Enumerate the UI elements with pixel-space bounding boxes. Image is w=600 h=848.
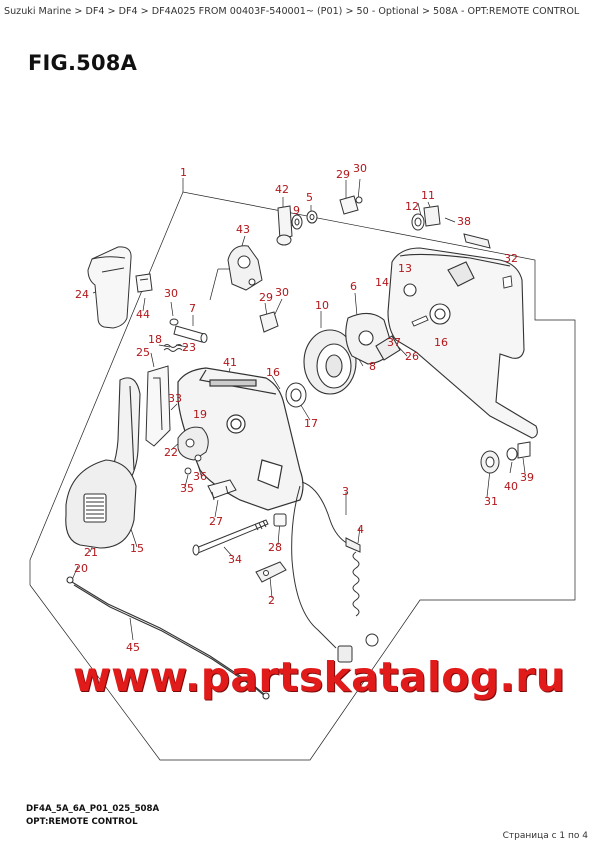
handle-grip-part bbox=[87, 246, 132, 329]
figure-title: FIG.508A bbox=[28, 51, 138, 75]
callout-38: 38 bbox=[457, 215, 471, 228]
callout-40: 40 bbox=[504, 480, 518, 493]
callout-17: 17 bbox=[304, 417, 318, 430]
callout-16: 16 bbox=[434, 336, 448, 349]
clip-28-part bbox=[273, 513, 287, 527]
callout-13: 13 bbox=[398, 262, 412, 275]
clip-44-part bbox=[135, 273, 153, 293]
callout-9: 9 bbox=[293, 204, 300, 217]
bracket-43-part bbox=[227, 245, 263, 291]
bushing-11-part bbox=[411, 213, 425, 231]
callout-4: 4 bbox=[357, 523, 364, 536]
control-box-housing-part bbox=[177, 367, 304, 511]
callout-30: 30 bbox=[353, 162, 367, 175]
lever-42-part bbox=[276, 205, 293, 246]
bushing-29-part bbox=[339, 195, 363, 215]
washer-40-part bbox=[506, 447, 518, 461]
shift-cam-part bbox=[345, 312, 401, 365]
callout-3: 3 bbox=[342, 485, 349, 498]
callout-12: 12 bbox=[405, 200, 419, 213]
callout-28: 28 bbox=[268, 541, 282, 554]
callout-35: 35 bbox=[180, 482, 194, 495]
bolt-34-part bbox=[192, 519, 269, 556]
callout-23: 23 bbox=[182, 341, 196, 354]
screw-32-part bbox=[502, 275, 513, 289]
callout-21: 21 bbox=[84, 546, 98, 559]
pin-7-part bbox=[169, 318, 208, 343]
callout-labels: 1 42 5 9 29 30 11 12 38 43 32 13 14 24 4… bbox=[74, 162, 534, 654]
plate-2-part bbox=[255, 561, 287, 583]
callout-31: 31 bbox=[484, 495, 498, 508]
callout-26: 26 bbox=[405, 350, 419, 363]
callout-27: 27 bbox=[209, 515, 223, 528]
screw-36-part bbox=[184, 454, 202, 475]
detent-gear-part bbox=[177, 426, 209, 461]
callout-41: 41 bbox=[223, 356, 237, 369]
callout-44: 44 bbox=[136, 308, 150, 321]
callout-39: 39 bbox=[520, 471, 534, 484]
cam-disc-part bbox=[303, 329, 357, 395]
callout-1: 1 bbox=[180, 166, 187, 179]
throttle-cable-part bbox=[66, 576, 270, 700]
callout-5: 5 bbox=[306, 191, 313, 204]
block-29b-part bbox=[259, 311, 279, 333]
callout-16-b: 16 bbox=[266, 366, 280, 379]
callout-8: 8 bbox=[369, 360, 376, 373]
callout-33: 33 bbox=[168, 392, 182, 405]
breadcrumb[interactable]: Suzuki Marine > DF4 > DF4 > DF4A025 FROM… bbox=[4, 6, 580, 17]
lever-housing-part bbox=[65, 459, 137, 549]
callout-45: 45 bbox=[126, 641, 140, 654]
lanyard-part bbox=[291, 481, 379, 663]
diagram-code: DF4A_5A_6A_P01_025_508A bbox=[26, 804, 160, 814]
callout-43: 43 bbox=[236, 223, 250, 236]
callout-22: 22 bbox=[164, 446, 178, 459]
callout-20: 20 bbox=[74, 562, 88, 575]
callout-19: 19 bbox=[193, 408, 207, 421]
callout-36: 36 bbox=[193, 470, 207, 483]
callout-11: 11 bbox=[421, 189, 435, 202]
cap-39-part bbox=[517, 441, 531, 459]
callout-14: 14 bbox=[375, 276, 389, 289]
callout-18: 18 bbox=[148, 333, 162, 346]
watermark: www.partskatalog.ru bbox=[73, 653, 566, 701]
spring-23-part bbox=[163, 344, 183, 352]
figure-caption: OPT:REMOTE CONTROL bbox=[26, 817, 138, 827]
grommet-31-part bbox=[480, 450, 500, 474]
callout-34: 34 bbox=[228, 553, 242, 566]
screw-37-part bbox=[411, 315, 429, 327]
callout-29-b: 29 bbox=[259, 291, 273, 304]
side-cover-part bbox=[387, 247, 538, 439]
grip-12-part bbox=[423, 205, 491, 249]
callout-2: 2 bbox=[268, 594, 275, 607]
bracket-27-part bbox=[207, 479, 237, 501]
callout-30-b: 30 bbox=[164, 287, 178, 300]
washer-16-part bbox=[285, 382, 307, 408]
callout-37: 37 bbox=[387, 336, 401, 349]
callout-15: 15 bbox=[130, 542, 144, 555]
washer-5-part bbox=[306, 210, 318, 224]
page-info: Страница с 1 по 4 bbox=[502, 831, 588, 841]
callout-7: 7 bbox=[189, 302, 196, 315]
callout-29: 29 bbox=[336, 168, 350, 181]
washer-9-part bbox=[291, 214, 303, 230]
bracket-plate-part bbox=[145, 365, 171, 447]
callout-10: 10 bbox=[315, 299, 329, 312]
callout-6: 6 bbox=[350, 280, 357, 293]
callout-24: 24 bbox=[75, 288, 89, 301]
callout-32: 32 bbox=[504, 252, 518, 265]
callout-30-c: 30 bbox=[275, 286, 289, 299]
callout-25: 25 bbox=[136, 346, 150, 359]
callout-42: 42 bbox=[275, 183, 289, 196]
